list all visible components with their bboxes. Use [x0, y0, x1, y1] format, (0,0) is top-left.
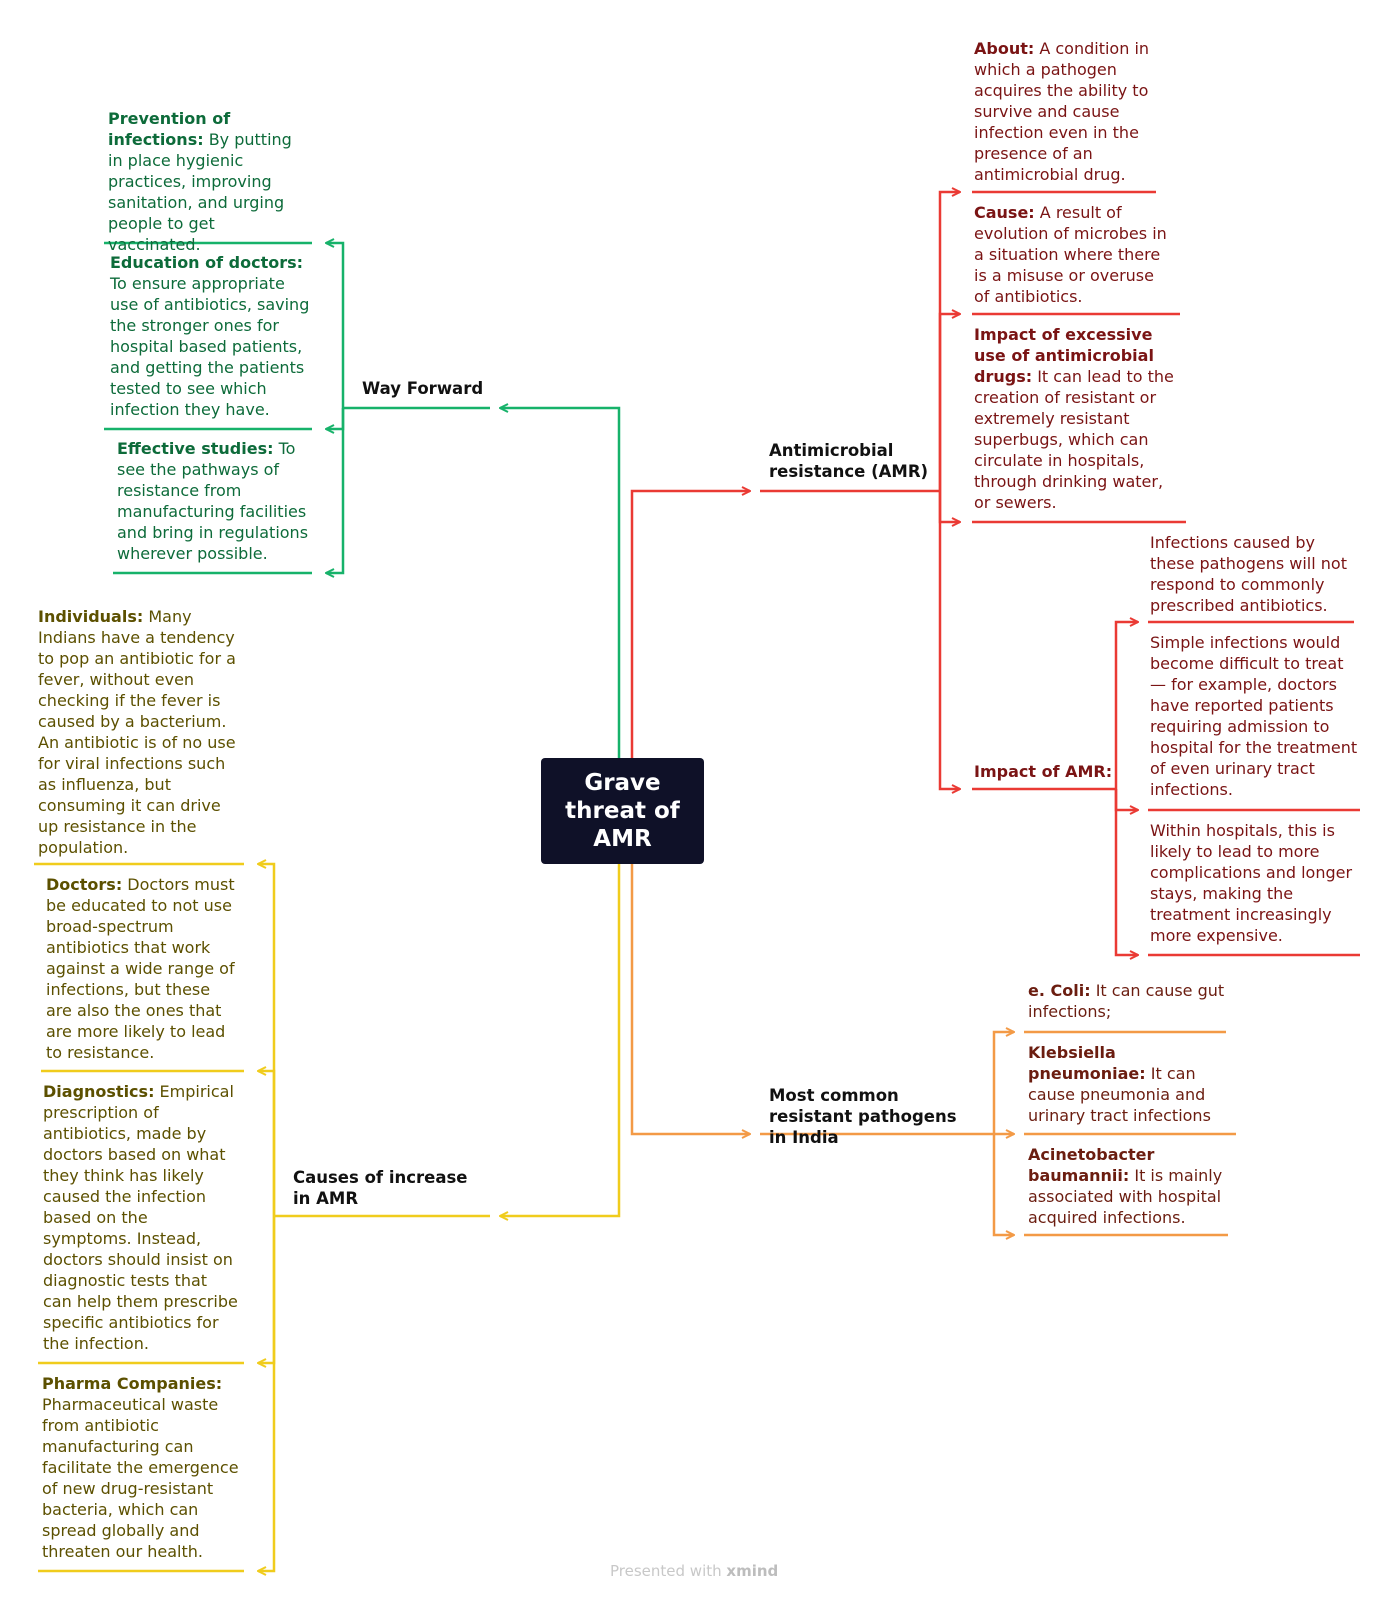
item-head: e. Coli:: [1028, 981, 1091, 1000]
amr-item-impact-excessive[interactable]: Impact of excessive use of antimicrobial…: [974, 324, 1180, 513]
item-head: Individuals:: [38, 607, 144, 626]
causes-connectors: [34, 864, 621, 1571]
pathogen-item-ecoli[interactable]: e. Coli: It can cause gut infections;: [1028, 980, 1228, 1022]
amr-impact-item-2[interactable]: Simple infections would become difficult…: [1150, 633, 1358, 799]
way-forward-connectors: [104, 243, 621, 758]
item-head: Impact of excessive use of antimicrobial…: [974, 325, 1154, 386]
pathogens-connectors: [630, 864, 1236, 1235]
amr-item-about[interactable]: About: A condition in which a pathogen a…: [974, 38, 1154, 185]
item-text: Empirical prescription of antibiotics, m…: [43, 1082, 238, 1353]
branch-pathogens[interactable]: Most common resistant pathogens in India: [769, 1086, 957, 1147]
item-head: Cause:: [974, 203, 1035, 222]
central-topic[interactable]: Grave threat of AMR: [541, 758, 704, 864]
cause-item-individuals[interactable]: Individuals: Many Indians have a tendenc…: [38, 606, 238, 858]
item-head: Diagnostics:: [43, 1082, 155, 1101]
item-text: Doctors must be educated to not use broa…: [46, 875, 235, 1062]
item-text: It can lead to the creation of resistant…: [974, 367, 1174, 512]
item-head: Prevention of infections:: [108, 109, 231, 149]
item-text: A result of evolution of microbes in a s…: [974, 203, 1167, 306]
way-forward-item-education[interactable]: Education of doctors: To ensure appropri…: [110, 252, 315, 420]
amr-impact-title[interactable]: Impact of AMR:: [974, 761, 1114, 782]
branch-causes[interactable]: Causes of increase in AMR: [293, 1168, 468, 1208]
item-head: Education of doctors:: [110, 253, 304, 272]
branch-amr[interactable]: Antimicrobial resistance (AMR): [769, 441, 929, 481]
footer-prefix: Presented with: [610, 1562, 727, 1580]
item-text: To ensure appropriate use of antibiotics…: [110, 274, 310, 419]
item-head: About:: [974, 39, 1035, 58]
item-text: It can cause pneumonia and urinary tract…: [1028, 1064, 1211, 1125]
amr-item-cause[interactable]: Cause: A result of evolution of microbes…: [974, 202, 1174, 307]
item-text: Many Indians have a tendency to pop an a…: [38, 607, 236, 857]
cause-item-doctors[interactable]: Doctors: Doctors must be educated to not…: [46, 874, 236, 1063]
item-text: A condition in which a pathogen acquires…: [974, 39, 1150, 184]
item-head: Pharma Companies:: [42, 1374, 223, 1393]
amr-impact-item-3[interactable]: Within hospitals, this is likely to lead…: [1150, 821, 1353, 945]
item-head: Effective studies:: [117, 439, 274, 458]
item-head: Impact of AMR:: [974, 762, 1113, 781]
pathogen-item-klebsiella[interactable]: Klebsiella pneumoniae: It can cause pneu…: [1028, 1042, 1234, 1126]
way-forward-item-studies[interactable]: Effective studies: To see the pathways o…: [117, 438, 312, 564]
pathogen-item-acinetobacter[interactable]: Acinetobacter baumannii: It is mainly as…: [1028, 1144, 1228, 1228]
item-head: Klebsiella pneumoniae:: [1028, 1043, 1146, 1083]
footer-credit: Presented with xmind: [610, 1562, 778, 1580]
item-text: To see the pathways of resistance from m…: [117, 439, 309, 563]
xmind-logo-text: xmind: [726, 1562, 779, 1580]
item-text: It is mainly associated with hospital ac…: [1028, 1166, 1223, 1227]
item-text: It can cause gut infections;: [1028, 981, 1225, 1021]
item-text: By putting in place hygienic practices, …: [108, 130, 292, 254]
cause-item-pharma[interactable]: Pharma Companies: Pharmaceutical waste f…: [42, 1373, 240, 1562]
branch-way-forward[interactable]: Way Forward: [362, 379, 484, 398]
way-forward-item-prevention[interactable]: Prevention of infections: By putting in …: [108, 108, 310, 255]
amr-connectors: [630, 192, 1360, 955]
item-head: Doctors:: [46, 875, 123, 894]
cause-item-diagnostics[interactable]: Diagnostics: Empirical prescription of a…: [43, 1081, 239, 1354]
item-head: Acinetobacter baumannii:: [1028, 1145, 1155, 1185]
amr-impact-item-1[interactable]: Infections caused by these pathogens wil…: [1150, 533, 1347, 615]
item-text: Pharmaceutical waste from antibiotic man…: [42, 1395, 239, 1561]
